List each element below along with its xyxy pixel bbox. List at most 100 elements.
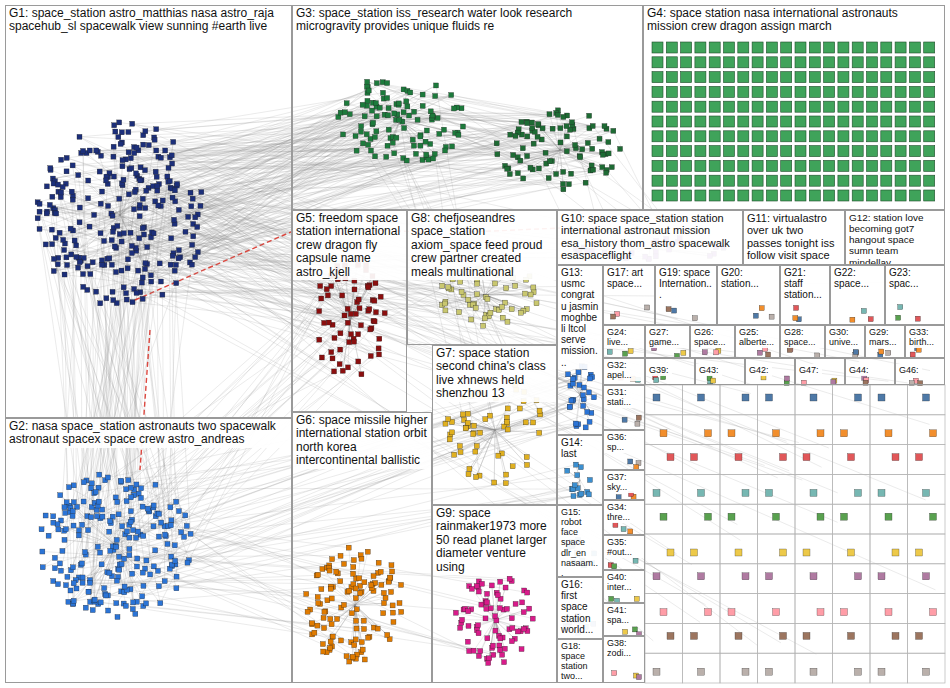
vertex-icon [188,531,193,536]
vertex-icon [106,203,111,208]
network-edge [71,215,120,254]
network-edge [84,502,115,545]
vertex-icon [76,533,81,538]
network-edge [556,150,560,174]
network-edge [124,287,570,407]
network-edge [78,175,120,215]
vertex-icon [366,88,371,93]
vertex-icon [107,256,112,261]
vertex-icon [189,204,194,209]
vertex-icon [89,515,94,520]
vertex-icon [428,141,433,146]
vertex-icon [500,315,505,320]
vertex-icon [74,255,79,260]
vertex-icon [529,120,534,125]
vertex-icon [97,169,102,174]
network-edge [67,158,930,425]
vertex-icon [40,549,45,554]
vertex-icon [558,140,563,145]
vertex-icon [460,124,465,129]
vertex-icon [112,244,117,249]
vertex-icon [62,537,67,542]
vertex-icon [98,600,103,605]
vertex-icon [163,148,168,153]
network-edge [355,605,362,642]
network-edge [435,154,513,155]
vertex-icon [140,594,145,599]
vertex-icon [108,548,113,553]
vertex-icon [49,227,54,232]
network-edge [140,330,150,470]
network-edge [53,523,115,545]
vertex-icon [52,555,57,560]
vertex-icon [109,238,114,243]
network-edge [98,265,366,505]
vertex-icon [423,139,428,144]
network-edge [60,495,115,545]
network-edge [343,320,350,371]
vertex-icon [43,513,48,518]
vertex-icon [174,499,179,504]
vertex-icon [160,198,165,203]
vertex-icon [349,332,354,337]
vertex-icon [98,201,103,206]
network-edge [468,423,495,430]
network-edge [102,517,115,545]
vertex-icon [127,547,132,552]
vertex-icon [129,166,134,171]
vertex-icon [198,203,203,208]
vertex-icon [420,92,425,97]
vertex-icon [128,519,133,524]
vertex-icon [60,185,65,190]
vertex-icon [68,588,73,593]
vertex-icon [131,600,136,605]
vertex-icon [51,520,56,525]
vertex-icon [115,223,120,228]
vertex-icon [404,99,409,104]
vertex-icon [127,553,132,558]
vertex-icon [109,262,114,267]
network-edge [468,423,495,430]
vertex-icon [156,203,161,208]
vertex-icon [587,113,592,118]
vertex-icon [111,174,116,179]
vertex-icon [55,182,60,187]
vertex-icon [155,188,160,193]
network-edge [156,150,813,364]
vertex-icon [173,558,178,563]
network-edge [451,95,592,126]
vertex-icon [402,126,407,131]
network-edge [468,414,495,430]
network-edge [126,489,361,652]
network-edge [90,545,115,580]
network-edge [468,423,495,430]
vertex-icon [372,319,377,324]
vertex-icon [100,514,105,519]
vertex-icon [418,134,423,139]
vertex-icon [372,135,377,140]
vertex-icon [81,272,86,277]
vertex-icon [39,527,44,532]
vertex-icon [511,153,516,158]
vertex-icon [433,94,438,99]
vertex-icon [175,182,180,187]
vertex-icon [44,184,49,189]
vertex-icon [149,279,154,284]
network-edge [468,423,495,430]
vertex-icon [77,260,82,265]
vertex-icon [431,156,436,161]
vertex-icon [374,129,379,134]
vertex-icon [170,253,175,258]
vertex-icon [132,190,137,195]
network-edge [80,106,408,207]
vertex-icon [119,268,124,273]
network-edge [462,619,495,620]
vertex-icon [168,262,173,267]
vertex-icon [37,201,42,206]
network-edge [195,257,786,441]
vertex-icon [340,293,345,298]
vertex-icon [130,571,135,576]
vertex-layer [35,79,923,679]
network-edge [356,136,518,157]
network-edge [83,545,115,583]
